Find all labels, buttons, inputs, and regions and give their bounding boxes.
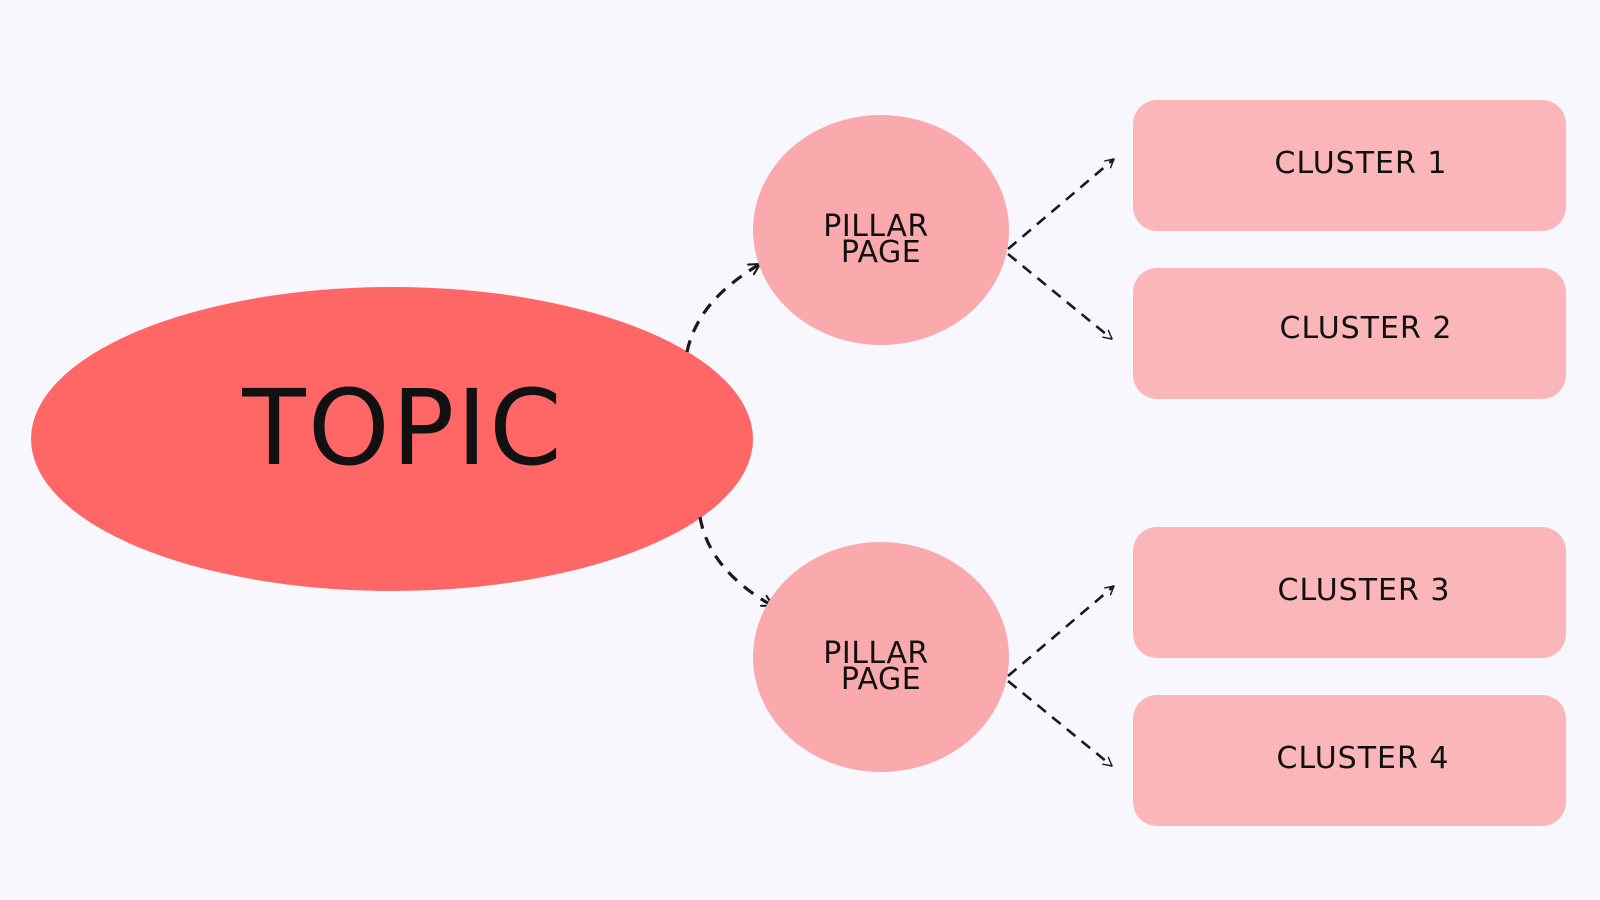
pillar-page-label-2: PILLAR PAGE (823, 636, 938, 697)
cluster-box-1 (1133, 100, 1566, 231)
pillar-page-2-line-1: PILLAR (823, 636, 928, 671)
topic-to-pillar-2-arrow (698, 516, 775, 608)
pillar-2-to-cluster-4-arrow (1007, 679, 1113, 768)
pillar-page-label-1: PILLAR PAGE (823, 209, 938, 270)
topic-label: TOPIC (241, 367, 563, 489)
cluster-label-1: CLUSTER 1 (1275, 146, 1448, 181)
pillar-page-1-line-1: PILLAR (823, 209, 928, 244)
pillar-page-2-line-2: PAGE (841, 662, 921, 697)
cluster-label-2: CLUSTER 2 (1280, 311, 1453, 346)
cluster-box-3 (1133, 527, 1566, 658)
pillar-2-to-cluster-3-arrow (1007, 585, 1115, 677)
cluster-label-3: CLUSTER 3 (1278, 573, 1451, 608)
pillar-page-1-line-2: PAGE (841, 235, 921, 270)
topic-node (31, 287, 753, 591)
cluster-box-4 (1133, 695, 1566, 826)
pillar-page-node-1 (753, 115, 1009, 345)
cluster-box-2 (1133, 268, 1566, 399)
pillar-1-to-cluster-2-arrow (1007, 252, 1113, 341)
cluster-label-4: CLUSTER 4 (1277, 741, 1450, 776)
pillar-page-node-2 (753, 542, 1009, 772)
pillar-1-to-cluster-1-arrow (1007, 158, 1115, 250)
